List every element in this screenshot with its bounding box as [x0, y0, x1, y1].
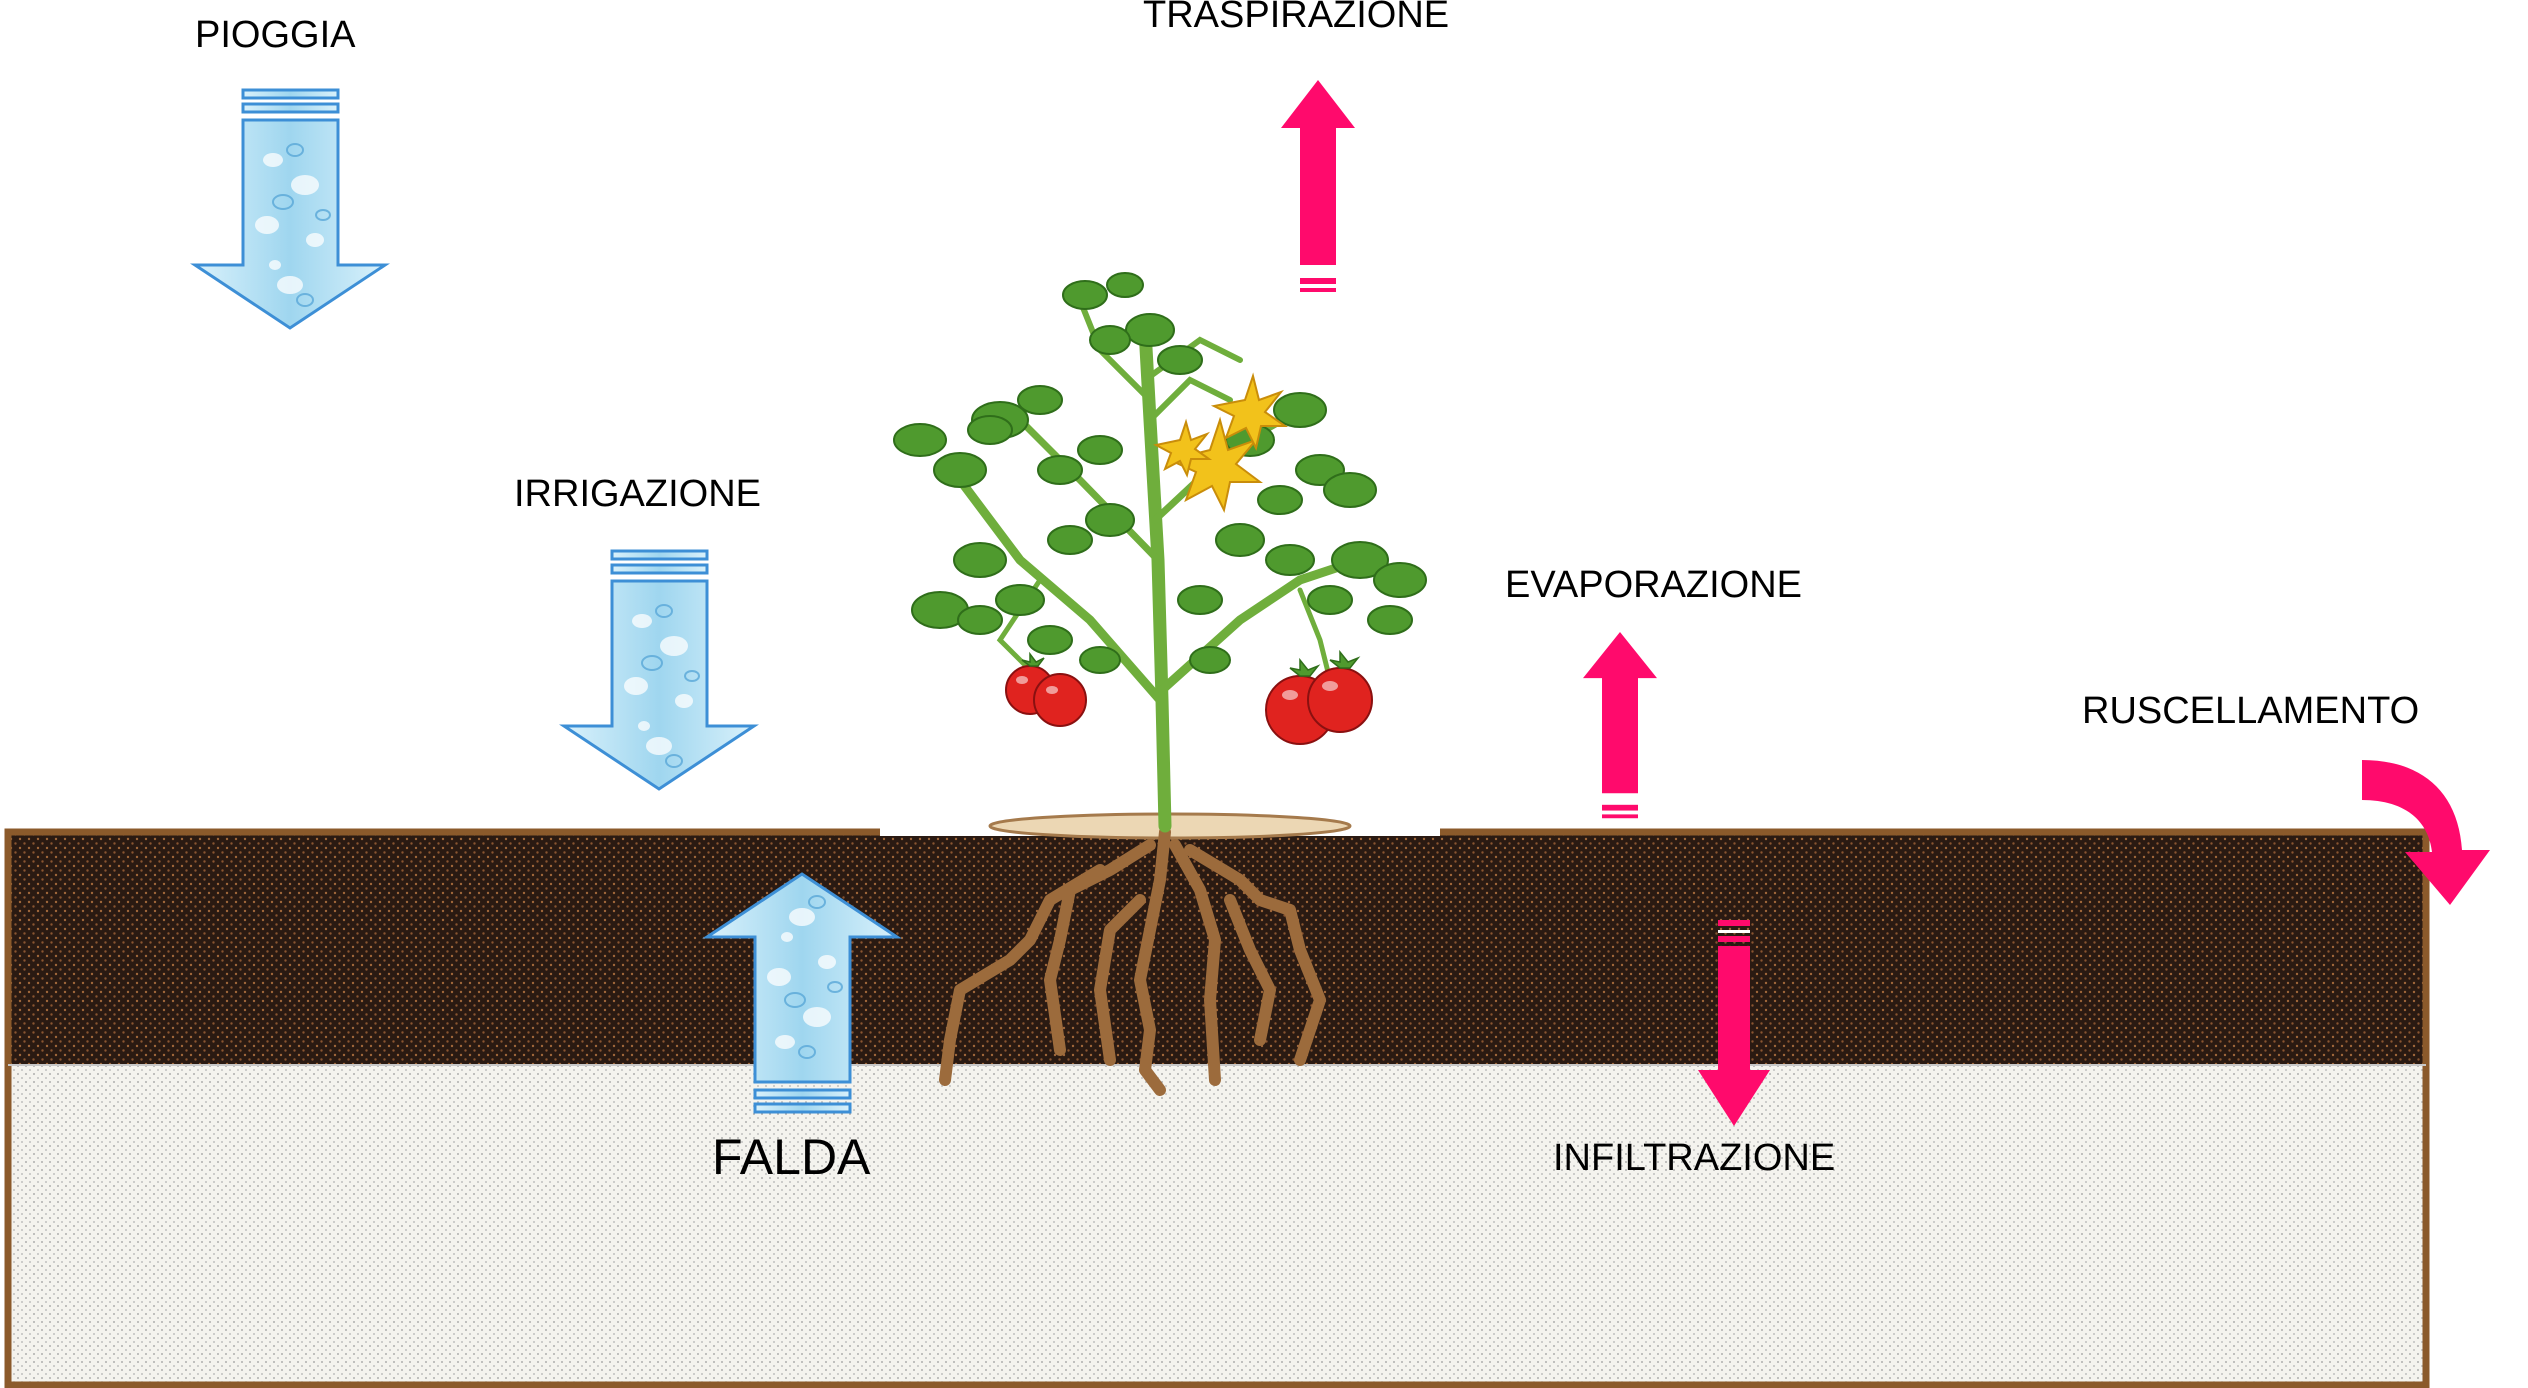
ruscellamento-label: RUSCELLAMENTO	[2082, 692, 2419, 730]
evaporation-arrow-icon	[1583, 632, 1657, 818]
rain-arrow-icon	[195, 90, 385, 328]
tomato-plant-icon	[894, 273, 1426, 826]
evaporazione-label: EVAPORAZIONE	[1505, 566, 1802, 604]
falda-label: FALDA	[712, 1132, 870, 1182]
traspirazione-label: TRASPIRAZIONE	[1143, 0, 1449, 34]
irrigation-arrow-icon	[564, 551, 754, 789]
infiltrazione-label: INFILTRAZIONE	[1553, 1139, 1835, 1177]
subsoil-layer	[8, 1065, 2426, 1385]
soil-profile	[8, 814, 2426, 1385]
transpiration-arrow-icon	[1281, 80, 1355, 292]
irrigazione-label: IRRIGAZIONE	[514, 475, 761, 513]
pioggia-label: PIOGGIA	[195, 16, 355, 54]
